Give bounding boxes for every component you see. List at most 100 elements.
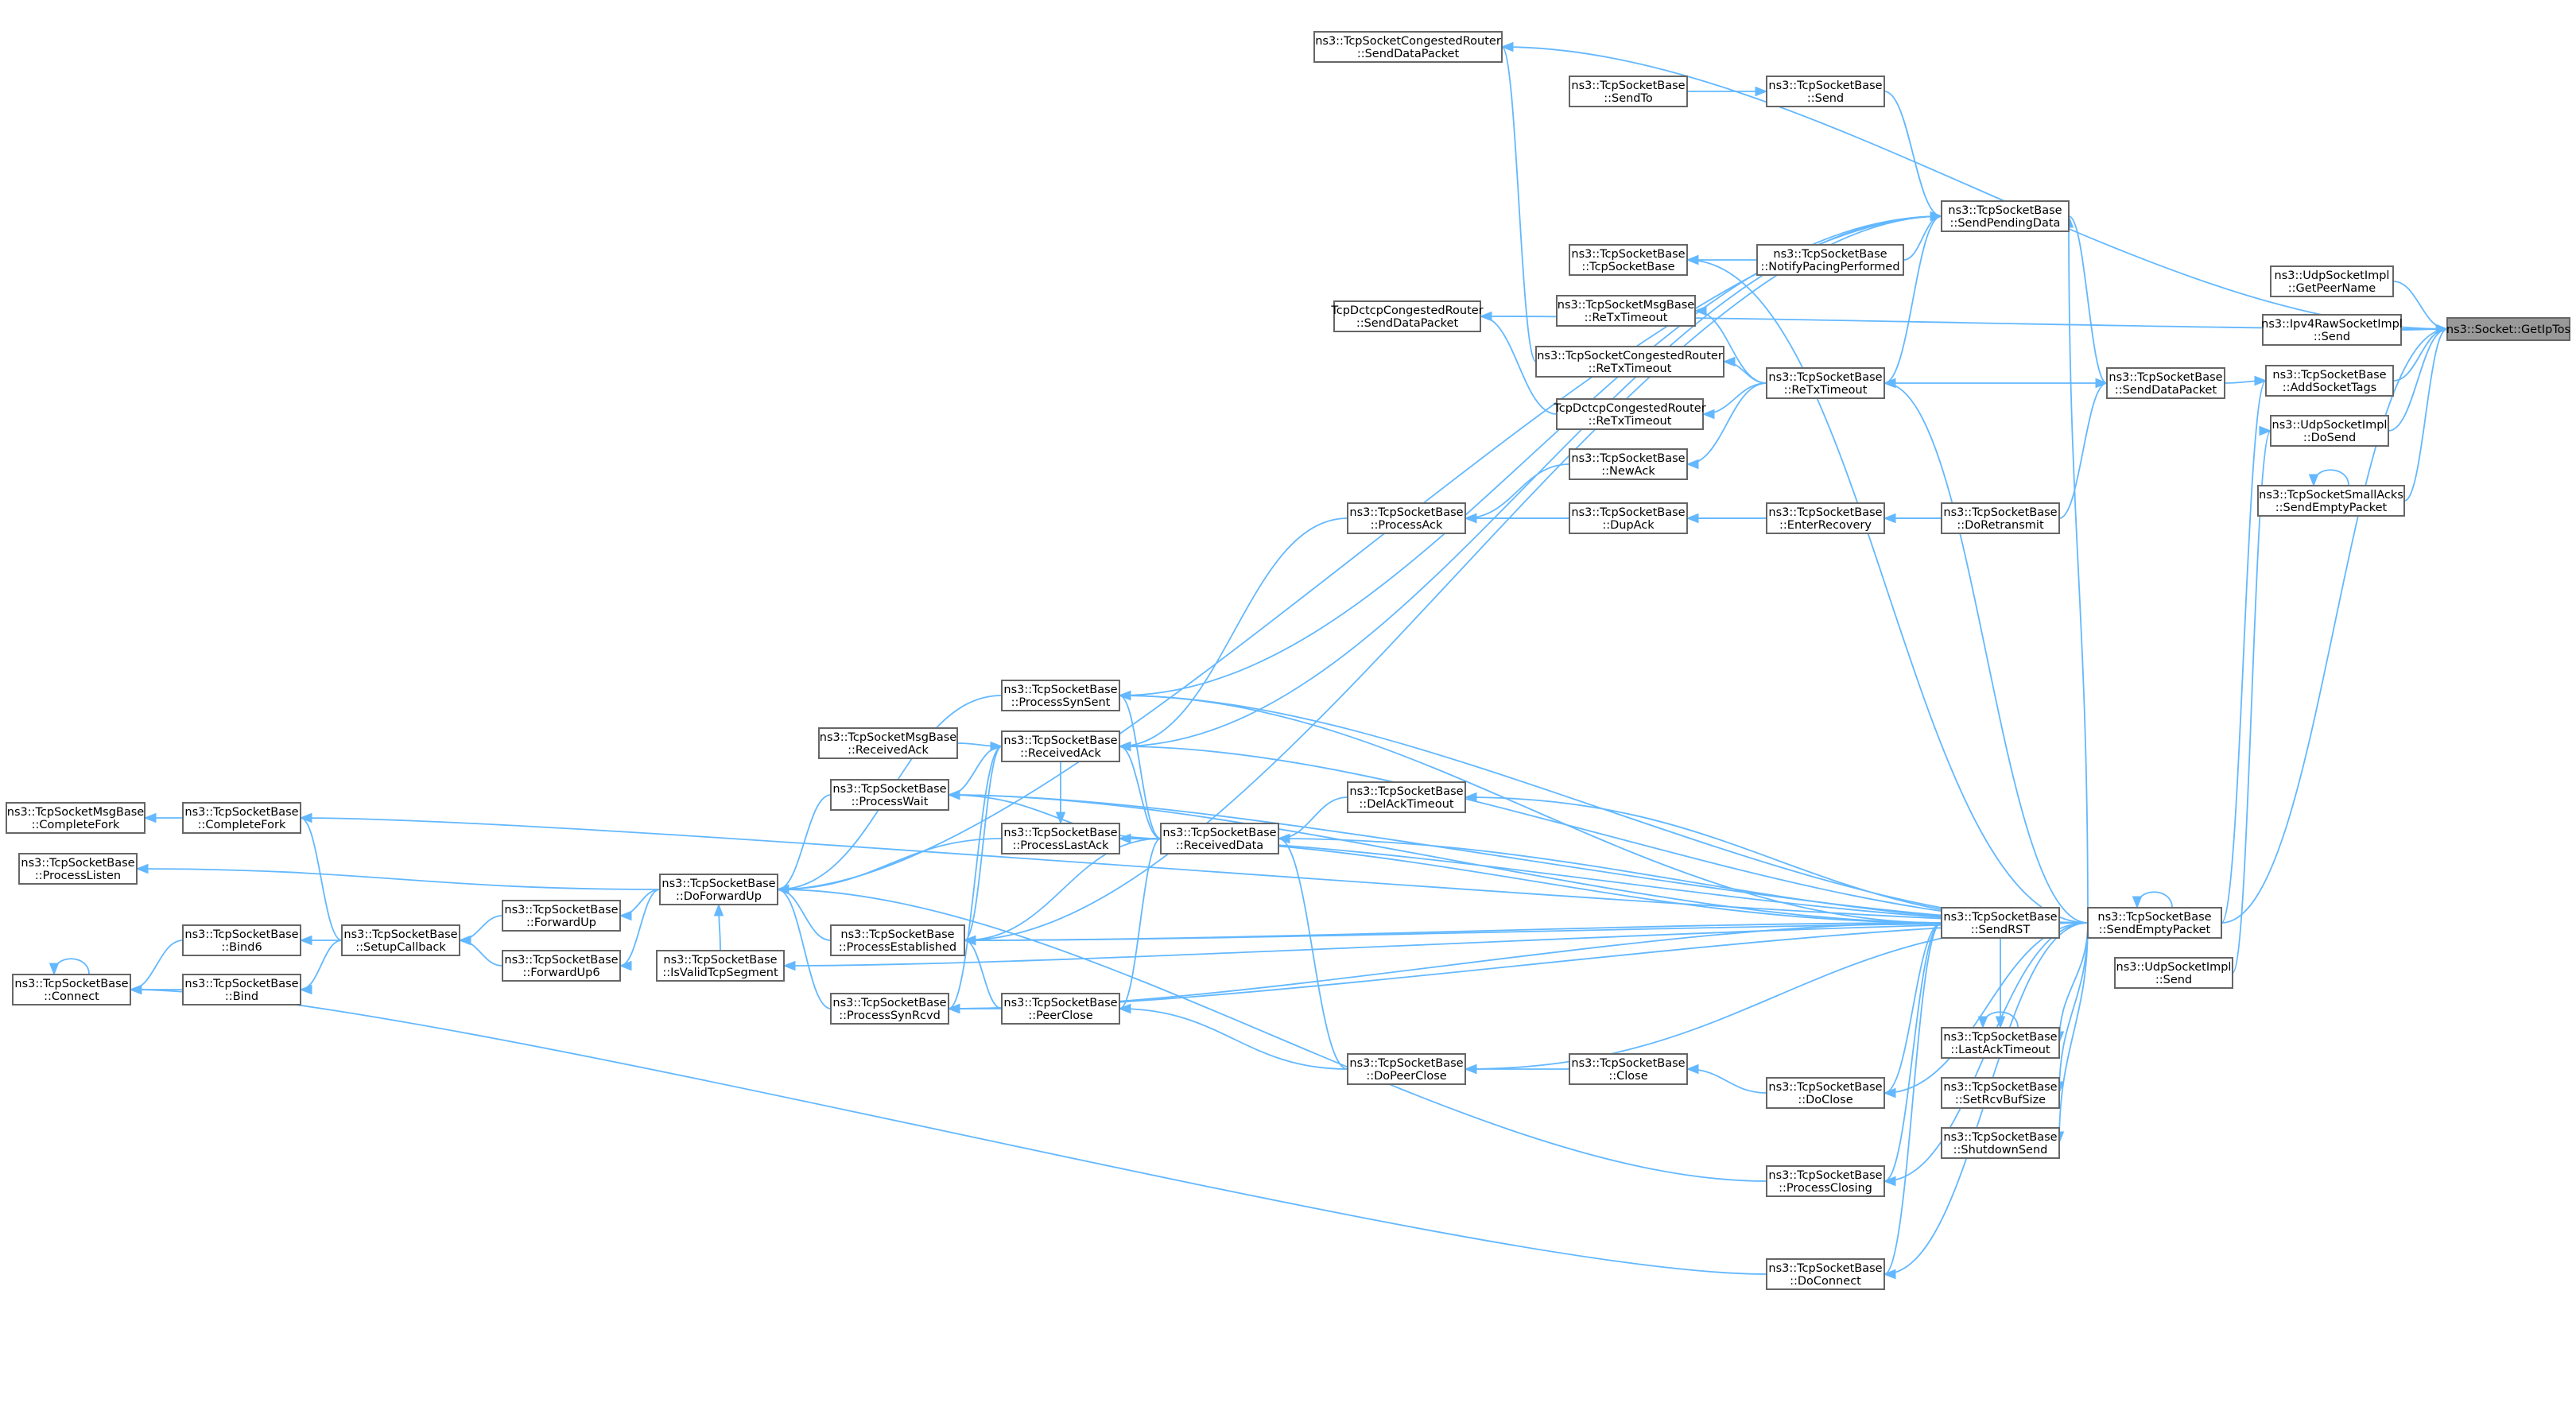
edge-sendrst-to-lastacktimeout <box>1995 938 2006 1029</box>
node-label-line2: ::ProcessSynSent <box>1011 696 1111 709</box>
edge-sendrst-to-processclosing <box>1883 922 1942 1187</box>
node-bind[interactable]: ns3::TcpSocketBase::Bind <box>182 974 301 1005</box>
node-getiptos[interactable]: ns3::Socket::GetIpTos <box>2446 317 2570 341</box>
node-label-line1: ns3::TcpSocketBase <box>184 806 298 819</box>
node-udp-dosend[interactable]: ns3::UdpSocketImpl::DoSend <box>2270 415 2389 447</box>
edge-doclose-to-close <box>1686 1064 1767 1094</box>
node-processsynrcvd[interactable]: ns3::TcpSocketBase::ProcessSynRcvd <box>830 993 949 1025</box>
node-label-line1: ns3::TcpSocketBase <box>184 978 298 990</box>
node-bind6[interactable]: ns3::TcpSocketBase::Bind6 <box>182 924 301 956</box>
node-lastacktimeout[interactable]: ns3::TcpSocketBase::LastAckTimeout <box>1941 1027 2060 1059</box>
node-forwardup[interactable]: ns3::TcpSocketBase::ForwardUp <box>502 900 621 932</box>
node-completefork[interactable]: ns3::TcpSocketBase::CompleteFork <box>182 802 301 834</box>
node-doconnect[interactable]: ns3::TcpSocketBase::DoConnect <box>1766 1258 1885 1290</box>
node-label-line2: ::NotifyPacingPerformed <box>1760 261 1899 273</box>
node-label-line1: ns3::TcpSocketBase <box>1943 1131 2057 1144</box>
node-label-line1: ns3::TcpSocketBase <box>1571 452 1685 465</box>
node-processclosing[interactable]: ns3::TcpSocketBase::ProcessClosing <box>1766 1165 1885 1197</box>
node-msgbase-completefork[interactable]: ns3::TcpSocketMsgBase::CompleteFork <box>6 802 145 834</box>
node-processlisten[interactable]: ns3::TcpSocketBase::ProcessListen <box>18 853 138 885</box>
node-shutdownsend[interactable]: ns3::TcpSocketBase::ShutdownSend <box>1941 1127 2060 1159</box>
node-processwait[interactable]: ns3::TcpSocketBase::ProcessWait <box>830 779 949 811</box>
node-label-line1: ns3::TcpSocketMsgBase <box>1558 299 1695 312</box>
node-msgbase-receivedack[interactable]: ns3::TcpSocketMsgBase::ReceivedAck <box>818 727 958 759</box>
node-label-line2: ::ForwardUp <box>526 916 596 929</box>
node-congrouter-senddata[interactable]: ns3::TcpSocketCongestedRouter::SendDataP… <box>1313 31 1503 63</box>
node-label-line2: ::ReTxTimeout <box>1589 415 1672 428</box>
edge-doforwardup-to-processlisten <box>135 863 661 890</box>
node-sendpending[interactable]: ns3::TcpSocketBase::SendPendingData <box>1941 200 2070 232</box>
node-connect[interactable]: ns3::TcpSocketBase::Connect <box>12 974 131 1005</box>
node-dctcp-retx[interactable]: TcpDctcpCongestedRouter::ReTxTimeout <box>1553 398 1706 430</box>
edge-senddatapacket-to-retx <box>1883 378 2107 389</box>
node-peerclose[interactable]: ns3::TcpSocketBase::PeerClose <box>1001 993 1120 1025</box>
edge-processack-to-receivedack <box>1118 517 1348 752</box>
node-label-line2: ::SendDataPacket <box>2115 384 2217 397</box>
node-congrouter-retx[interactable]: ns3::TcpSocketCongestedRouter::ReTxTimeo… <box>1535 346 1724 378</box>
node-send[interactable]: ns3::TcpSocketBase::Send <box>1766 76 1885 107</box>
node-receiveddata[interactable]: ns3::TcpSocketBase::ReceivedData <box>1160 823 1279 854</box>
node-label-line1: ns3::TcpSocketBase <box>1943 1031 2057 1044</box>
node-notifypacing[interactable]: ns3::TcpSocketBase::NotifyPacingPerforme… <box>1756 244 1904 276</box>
edge-receiveddata-to-processsynsent <box>1118 690 1162 839</box>
edge-sendpending-to-processsynsent <box>1118 215 1942 701</box>
node-processsynsent[interactable]: ns3::TcpSocketBase::ProcessSynSent <box>1001 680 1120 711</box>
node-dctcp-senddata[interactable]: TcpDctcpCongestedRouter::SendDataPacket <box>1330 300 1484 332</box>
node-sendto[interactable]: ns3::TcpSocketBase::SendTo <box>1569 76 1688 107</box>
edge-udp_send-to-udp_dosend <box>2232 425 2272 974</box>
node-ipv4raw-send[interactable]: ns3::Ipv4RawSocketImpl::Send <box>2261 314 2403 346</box>
edge-sendempty-to-sendempty <box>2132 891 2173 909</box>
node-label-line2: ::EnterRecovery <box>1779 519 1872 532</box>
edge-connect-to-connect <box>48 958 90 976</box>
edge-sendempty-to-setrcvbufsize <box>2054 922 2089 1095</box>
node-label-line2: ::ProcessClosing <box>1779 1182 1872 1195</box>
node-enterrecovery[interactable]: ns3::TcpSocketBase::EnterRecovery <box>1766 502 1885 534</box>
node-setrcvbufsize[interactable]: ns3::TcpSocketBase::SetRcvBufSize <box>1941 1077 2060 1109</box>
node-forwardup6[interactable]: ns3::TcpSocketBase::ForwardUp6 <box>502 950 621 982</box>
node-label-line2: ::ReTxTimeout <box>1589 362 1672 375</box>
node-processack[interactable]: ns3::TcpSocketBase::ProcessAck <box>1347 502 1466 534</box>
edge-forwardup6-to-setupcallback <box>458 935 503 967</box>
node-processlastack[interactable]: ns3::TcpSocketBase::ProcessLastAck <box>1001 823 1120 854</box>
node-dopeerclose[interactable]: ns3::TcpSocketBase::DoPeerClose <box>1347 1053 1466 1085</box>
node-label-line2: ::DoRetransmit <box>1957 519 2044 532</box>
node-label-line1: ns3::Socket::GetIpTos <box>2446 324 2570 336</box>
node-label-line1: ns3::TcpSocketCongestedRouter <box>1315 35 1501 48</box>
node-sendempty[interactable]: ns3::TcpSocketBase::SendEmptyPacket <box>2087 907 2222 939</box>
edge-send-to-sendpending <box>1884 91 1943 222</box>
node-receivedack[interactable]: ns3::TcpSocketBase::ReceivedAck <box>1001 730 1120 762</box>
node-isvalid[interactable]: ns3::TcpSocketBase::IsValidTcpSegment <box>656 950 785 982</box>
edge-doforwardup-to-forwardup <box>619 889 661 921</box>
node-udp-getpeer[interactable]: ns3::UdpSocketImpl::GetPeerName <box>2270 265 2394 297</box>
node-label-line2: ::ProcessWait <box>852 796 929 808</box>
node-label-line1: ns3::TcpSocketBase <box>832 997 946 1009</box>
node-doclose[interactable]: ns3::TcpSocketBase::DoClose <box>1766 1077 1885 1109</box>
node-label-line2: ::Bind <box>225 990 258 1003</box>
node-label-line2: ::SetupCallback <box>355 941 446 954</box>
node-smallacks-sendempty[interactable]: ns3::TcpSocketSmallAcks::SendEmptyPacket <box>2257 485 2405 517</box>
node-sendrst[interactable]: ns3::TcpSocketBase::SendRST <box>1941 907 2060 939</box>
node-setupcallback[interactable]: ns3::TcpSocketBase::SetupCallback <box>341 924 460 956</box>
node-close[interactable]: ns3::TcpSocketBase::Close <box>1569 1053 1688 1085</box>
node-udp-send[interactable]: ns3::UdpSocketImpl::Send <box>2114 957 2233 989</box>
node-msgbase-retx[interactable]: ns3::TcpSocketMsgBase::ReTxTimeout <box>1556 295 1696 327</box>
edge-receivedack-to-processsynrcvd <box>947 746 1003 1014</box>
node-senddatapacket[interactable]: ns3::TcpSocketBase::SendDataPacket <box>2106 367 2225 399</box>
node-label-line2: ::SendTo <box>1604 92 1653 105</box>
node-newack[interactable]: ns3::TcpSocketBase::NewAck <box>1569 448 1688 480</box>
nodes-layer: ns3::Socket::GetIpTosns3::UdpSocketImpl:… <box>6 31 2570 1290</box>
node-addsockettags[interactable]: ns3::TcpSocketBase::AddSocketTags <box>2265 365 2394 397</box>
node-processestablished[interactable]: ns3::TcpSocketBase::ProcessEstablished <box>830 924 965 956</box>
node-label-line2: ::ShutdownSend <box>1953 1144 2048 1157</box>
edge-smallacks_sendempty-to-smallacks_sendempty <box>2308 469 2349 487</box>
node-label-line2: ::ForwardUp6 <box>522 967 599 979</box>
node-dupack[interactable]: ns3::TcpSocketBase::DupAck <box>1569 502 1688 534</box>
node-label-line2: ::PeerClose <box>1028 1009 1092 1022</box>
node-tcpsocketbase-ctor[interactable]: ns3::TcpSocketBase::TcpSocketBase <box>1569 244 1688 276</box>
node-doretransmit[interactable]: ns3::TcpSocketBase::DoRetransmit <box>1941 502 2060 534</box>
edge-sendpending-to-receivedack <box>1118 215 1942 752</box>
edge-isvalid-to-doforwardup <box>713 903 724 951</box>
node-retx[interactable]: ns3::TcpSocketBase::ReTxTimeout <box>1766 367 1885 399</box>
node-delacktimeout[interactable]: ns3::TcpSocketBase::DelAckTimeout <box>1347 781 1466 813</box>
node-doforwardup[interactable]: ns3::TcpSocketBase::DoForwardUp <box>659 874 778 905</box>
